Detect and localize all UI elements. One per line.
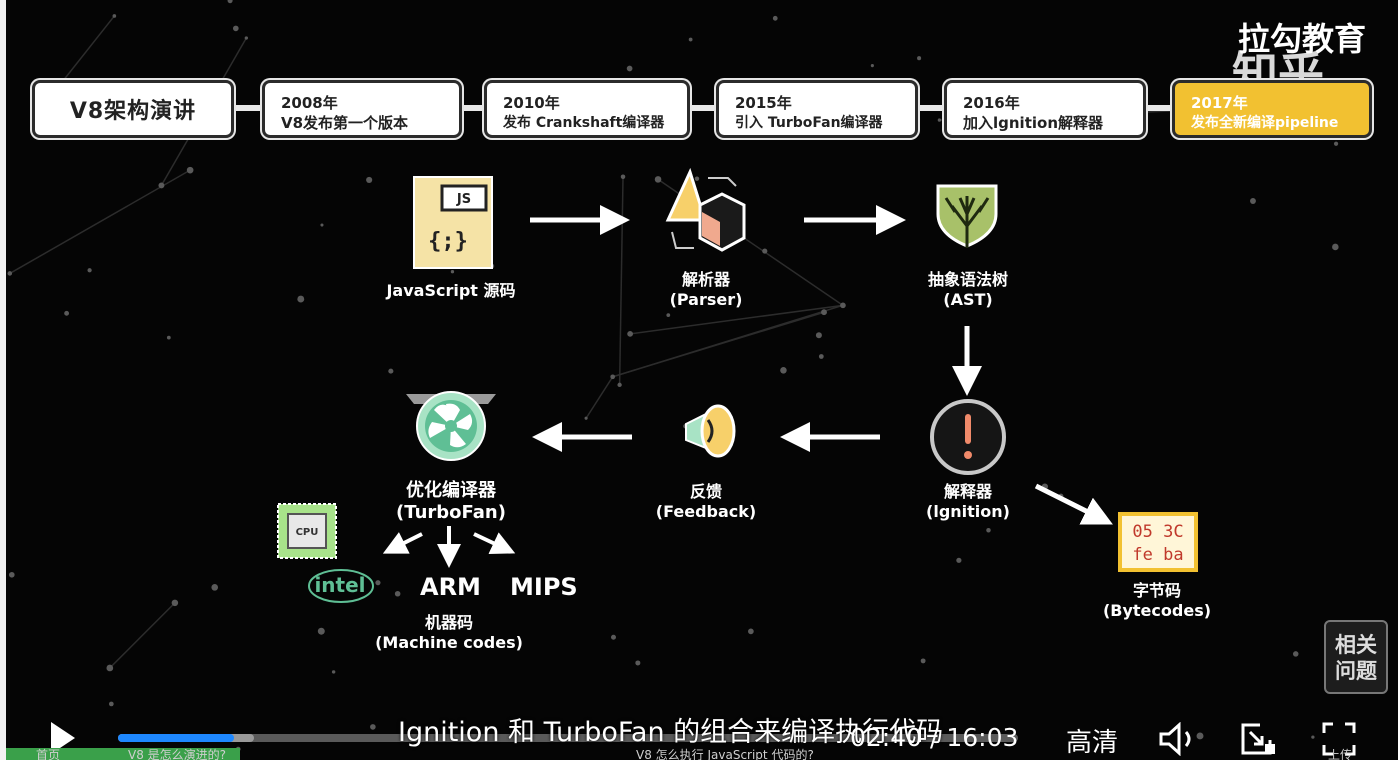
bytecodes-name: 字节码 xyxy=(1132,581,1181,600)
pip-icon xyxy=(1241,723,1275,755)
ignition-name: 解释器 xyxy=(943,482,993,501)
parser-label: 解析器 (Parser) xyxy=(670,270,743,310)
parser-en: (Parser) xyxy=(669,290,743,309)
timeline-year: 2008年 xyxy=(281,94,338,112)
quality-button[interactable]: 高清 xyxy=(1066,728,1119,758)
bytecode-line-1: 05 3C xyxy=(1132,522,1183,542)
volume-icon xyxy=(1159,721,1191,757)
turbofan-fan-icon xyxy=(406,391,496,461)
bytecode-line-2: fe ba xyxy=(1132,545,1183,565)
arrow-to-mips xyxy=(473,532,516,555)
progress-played xyxy=(118,734,235,742)
next-tab[interactable] xyxy=(110,748,240,760)
turbofan-name: 优化编译器 xyxy=(406,480,496,501)
timeline-item-2010: 2010年 发布 Crankshaft编译器 xyxy=(484,80,690,138)
feedback-speaker-icon xyxy=(685,404,736,458)
feedback-name: 反馈 xyxy=(689,482,722,501)
play-button[interactable] xyxy=(48,720,78,756)
feedback-en: (Feedback) xyxy=(655,502,757,521)
timeline-desc: V8发布第一个版本 xyxy=(281,114,409,132)
machine-en: (Machine codes) xyxy=(375,633,523,652)
timeline-item-2015: 2015年 引入 TurboFan编译器 xyxy=(716,80,918,138)
bytecodes-en: (Bytecodes) xyxy=(1102,601,1212,620)
ast-en: (AST) xyxy=(943,290,993,309)
cpu-chip-icon: CPU xyxy=(277,503,337,559)
play-icon xyxy=(51,722,75,754)
timeline-desc: 加入lgnition解释器 xyxy=(963,114,1103,132)
bytecodes-label: 字节码 (Bytecodes) xyxy=(1103,581,1211,621)
left-edge xyxy=(0,0,6,760)
volume-button[interactable] xyxy=(1158,721,1200,760)
related-line-1: 相关 xyxy=(1335,633,1377,657)
flow-arrows xyxy=(382,205,1113,568)
arrow-ignition-to-bytecodes xyxy=(1034,483,1113,525)
arrow-to-intel xyxy=(382,532,423,554)
js-source-label: JavaScript 源码 xyxy=(386,281,516,300)
upload-label: 上传 xyxy=(1328,748,1353,760)
intel-logo: intel xyxy=(308,569,374,603)
fullscreen-button[interactable] xyxy=(1322,722,1356,760)
home-tab[interactable] xyxy=(6,748,110,760)
js-badge-text: JS xyxy=(456,192,471,207)
progress-bar[interactable] xyxy=(118,734,1018,742)
cpu-label: CPU xyxy=(296,527,319,538)
intel-text: intel xyxy=(314,573,365,597)
timeline-item-2008: 2008年 V8发布第一个版本 xyxy=(262,80,462,138)
js-file-icon: JS {;} xyxy=(413,176,493,269)
center-title: V8 怎么执行 JavaScript 代码的? xyxy=(636,748,814,760)
bytecode-card: 05 3C fe ba xyxy=(1118,512,1198,572)
parser-name: 解析器 xyxy=(681,270,730,289)
mips-label: MIPS xyxy=(510,573,578,601)
timeline-title: V8架构演讲 xyxy=(32,80,234,138)
timeline-connector xyxy=(30,105,1370,111)
timeline-year: 2015年 xyxy=(735,94,792,112)
js-brace-text: {;} xyxy=(428,229,468,254)
home-tab-label: 首页 xyxy=(36,748,61,760)
timeline-year: 2010年 xyxy=(503,94,560,112)
turbofan-label: 优化编译器 (TurboFan) xyxy=(396,480,506,524)
machine-name: 机器码 xyxy=(424,613,474,632)
ignition-en: (lgnition) xyxy=(926,502,1010,521)
timeline-item-2017: 2017年 发布全新编译pipeline xyxy=(1172,80,1372,138)
related-line-2: 问题 xyxy=(1335,659,1377,683)
arm-label: ARM xyxy=(420,573,481,601)
timeline-year: 2016年 xyxy=(963,94,1020,112)
time-display: 02:40 / 16:03 xyxy=(850,723,1019,752)
ast-label: 抽象语法树 (AST) xyxy=(928,270,1008,310)
parser-icon xyxy=(665,167,746,252)
feedback-label: 反馈 (Feedback) xyxy=(656,482,756,522)
next-item-label: V8 是怎么演进的? xyxy=(128,748,227,760)
video-subtitle: Ignition 和 TurboFan 的组合来编译执行代码 xyxy=(398,717,944,748)
related-questions-button[interactable]: 相关 问题 xyxy=(1324,620,1388,694)
timeline-desc: 发布全新编译pipeline xyxy=(1191,115,1339,131)
page-bottom-strip: 首页 V8 是怎么演进的? V8 怎么执行 JavaScript 代码的? 上传 xyxy=(0,748,1398,760)
timeline-item-2016: 2016年 加入lgnition解释器 xyxy=(944,80,1146,138)
timeline-year: 2017年 xyxy=(1191,94,1248,112)
ignition-label: 解释器 (lgnition) xyxy=(926,482,1010,522)
turbofan-en: (TurboFan) xyxy=(396,502,506,523)
lagou-watermark: 拉勾教育 xyxy=(1238,20,1367,58)
machine-codes-label: 机器码 (Machine codes) xyxy=(375,613,523,653)
fullscreen-icon xyxy=(1322,722,1356,756)
timeline-desc: 引入 TurboFan编译器 xyxy=(735,115,883,131)
picture-in-picture-button[interactable] xyxy=(1240,722,1278,760)
ast-tree-icon xyxy=(936,184,998,248)
ignition-warning-icon xyxy=(930,399,1006,475)
ast-name: 抽象语法树 xyxy=(927,270,1009,289)
timeline-desc: 发布 Crankshaft编译器 xyxy=(503,115,665,131)
